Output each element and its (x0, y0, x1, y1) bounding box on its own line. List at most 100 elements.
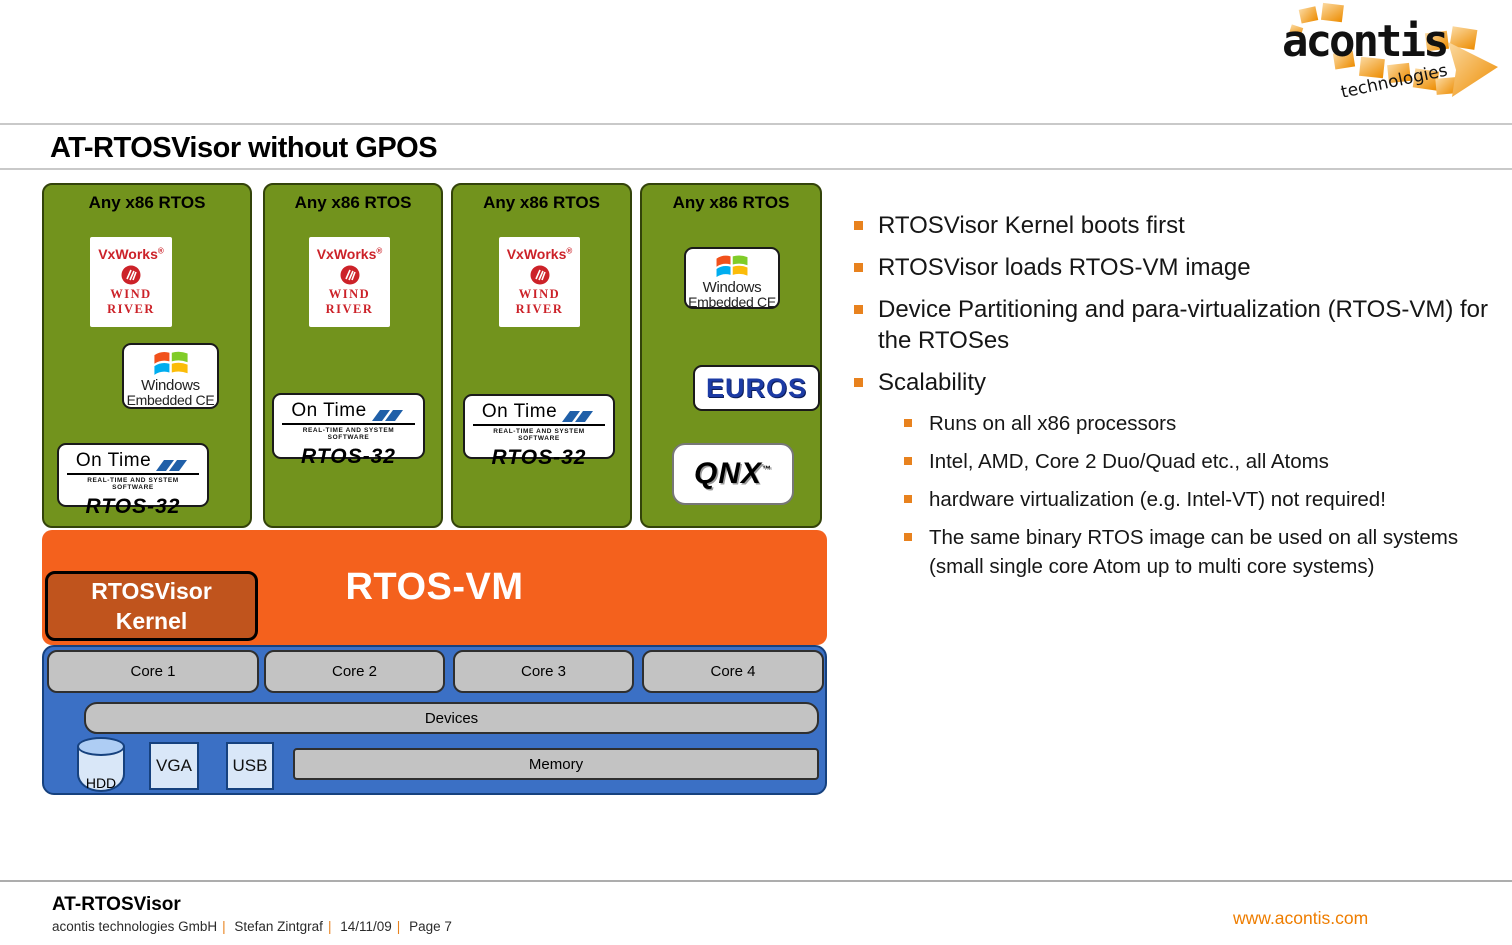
qnx-logo: QNX™ (672, 443, 794, 505)
bullet-text: RTOSVisor loads RTOS-VM image (878, 254, 1251, 281)
windriver-feather-icon (121, 265, 141, 285)
ontime-tagline: REAL-TIME AND SYSTEM SOFTWARE (302, 427, 395, 441)
footer-separator: | (222, 919, 226, 934)
footer-author: Stefan Zintgraf (234, 919, 323, 934)
hdd-cylinder: HDD (77, 737, 125, 792)
bullet-text: Device Partitioning and para-virtualizat… (878, 296, 1489, 354)
windriver-brand: WIND RIVER (515, 287, 564, 316)
bullet-square-icon (904, 495, 912, 503)
bullet-item: Device Partitioning and para-virtualizat… (848, 294, 1496, 356)
vxworks-logo: VxWorks® WIND RIVER (499, 237, 580, 327)
acontis-logo: acontis technologies (1282, 2, 1498, 103)
vga-box: VGA (149, 742, 199, 790)
footer-page-number: Page 7 (409, 919, 452, 934)
footer-separator: | (327, 919, 332, 934)
footer-product-title: AT-RTOSVisor (52, 894, 181, 915)
partition-title: Any x86 RTOS (483, 193, 600, 212)
logo-wordmark: acontis (1282, 16, 1446, 67)
windows-flag-icon (153, 351, 188, 375)
bullet-square-icon (854, 378, 863, 387)
rtos-partition-2: Any x86 RTOS VxWorks® WIND RIVER On Time… (263, 183, 443, 528)
bullet-square-icon (854, 221, 863, 230)
windriver-brand: WIND RIVER (107, 287, 155, 316)
ontime-name: On Time (291, 400, 367, 421)
footer-rule (0, 880, 1512, 882)
hardware-layer: Core 1 Core 2 Core 3 Core 4 Devices HDD … (42, 645, 827, 795)
windows-flag-icon (716, 255, 748, 278)
sub-bullet-item: Intel, AMD, Core 2 Duo/Quad etc., all At… (904, 447, 1496, 476)
qnx-wordmark: QNX™ (693, 457, 772, 490)
sub-bullet-item: The same binary RTOS image can be used o… (904, 523, 1496, 581)
ontime-name: On Time (75, 450, 152, 471)
partition-title: Any x86 RTOS (672, 193, 790, 212)
kernel-label-line1: RTOSVisor (91, 578, 212, 604)
bullet-square-icon (904, 533, 912, 541)
windows-ce-logo: Windows Embedded CE (684, 247, 780, 309)
footer-website-link: www.acontis.com (1233, 908, 1369, 928)
partition-title: Any x86 RTOS (88, 193, 206, 212)
bullet-text: Scalability (878, 369, 987, 396)
rtos32-wordmark: RTOS-32 (85, 495, 181, 518)
core-2-box: Core 2 (264, 650, 445, 693)
logo-squares (1288, 2, 1498, 97)
sub-bullet-item: hardware virtualization (e.g. Intel-VT) … (904, 485, 1496, 514)
ontime-header: On Time (67, 450, 199, 475)
bullet-text: Runs on all x86 processors (929, 412, 1177, 435)
windriver-feather-icon (340, 265, 359, 285)
rtos32-wordmark: RTOS-32 (301, 445, 396, 468)
ontime-rtos32-logo: On Time REAL-TIME AND SYSTEM SOFTWARE RT… (463, 394, 615, 469)
bullet-list: RTOSVisor Kernel boots first RTOSVisor l… (848, 210, 1496, 590)
bullet-square-icon (904, 457, 912, 465)
rtos32-wordmark: RTOS-32 (491, 446, 587, 469)
partition-title: Any x86 RTOS (294, 193, 412, 212)
rtos-partition-4: Any x86 RTOS Windows Embedded CE EUROS Q… (640, 183, 822, 528)
bullet-text: hardware virtualization (e.g. Intel-VT) … (929, 488, 1386, 511)
bullet-text: The same binary RTOS image can be used o… (929, 526, 1459, 578)
rtos-vm-label: RTOS-VM (345, 566, 524, 608)
footer-date: 14/11/09 (340, 919, 392, 934)
bullet-item: RTOSVisor Kernel boots first (848, 210, 1496, 241)
ontime-tagline: REAL-TIME AND SYSTEM SOFTWARE (493, 428, 585, 442)
windows-ce-line2: Embedded CE (688, 294, 776, 310)
devices-box: Devices (84, 702, 819, 734)
hdd-label: HDD (85, 775, 117, 791)
vxworks-name: VxWorks® (98, 246, 164, 262)
ontime-tagline: REAL-TIME AND SYSTEM SOFTWARE (87, 477, 179, 491)
rtos-partition-3: Any x86 RTOS VxWorks® WIND RIVER On Time… (451, 183, 632, 528)
sub-bullet-item: Runs on all x86 processors (904, 409, 1496, 438)
bullet-square-icon (854, 263, 863, 272)
footer-company: acontis technologies GmbH (52, 919, 218, 934)
bullet-text: RTOSVisor Kernel boots first (878, 212, 1185, 239)
windows-ce-line1: Windows (702, 279, 762, 296)
ontime-name: On Time (481, 401, 558, 422)
memory-box: Memory (293, 748, 819, 780)
euros-wordmark: EUROS (705, 372, 808, 403)
vxworks-name: VxWorks® (506, 246, 573, 262)
footer-separator: | (396, 919, 401, 934)
vxworks-logo: VxWorks® WIND RIVER (309, 237, 390, 327)
header-rule-top (0, 123, 1512, 125)
hdd-cylinder-top (77, 737, 125, 756)
ontime-stripes-icon (371, 410, 403, 421)
usb-box: USB (226, 742, 274, 790)
windows-ce-line2: Embedded CE (126, 392, 215, 408)
bullet-square-icon (904, 419, 912, 427)
bullet-item: Scalability (848, 367, 1496, 398)
page-title: AT-RTOSVisor without GPOS (50, 132, 438, 164)
bullet-item: RTOSVisor loads RTOS-VM image (848, 252, 1496, 283)
bullet-square-icon (854, 305, 863, 314)
vxworks-name: VxWorks® (316, 246, 383, 262)
euros-logo: EUROS (693, 365, 820, 411)
rtosvisor-kernel-box: RTOSVisor Kernel (45, 571, 258, 641)
windriver-brand: WIND RIVER (325, 287, 374, 316)
footer-meta: acontis technologies GmbH | Stefan Zintgr… (52, 919, 452, 934)
ontime-rtos32-logo: On Time REAL-TIME AND SYSTEM SOFTWARE RT… (57, 443, 209, 518)
windows-ce-line1: Windows (141, 377, 200, 394)
core-1-box: Core 1 (47, 650, 259, 693)
header-rule-bottom (0, 168, 1512, 170)
vxworks-logo: VxWorks® WIND RIVER (90, 237, 172, 327)
ontime-stripes-icon (156, 460, 188, 471)
core-3-box: Core 3 (453, 650, 634, 693)
logo-arrow-icon (1448, 42, 1498, 97)
